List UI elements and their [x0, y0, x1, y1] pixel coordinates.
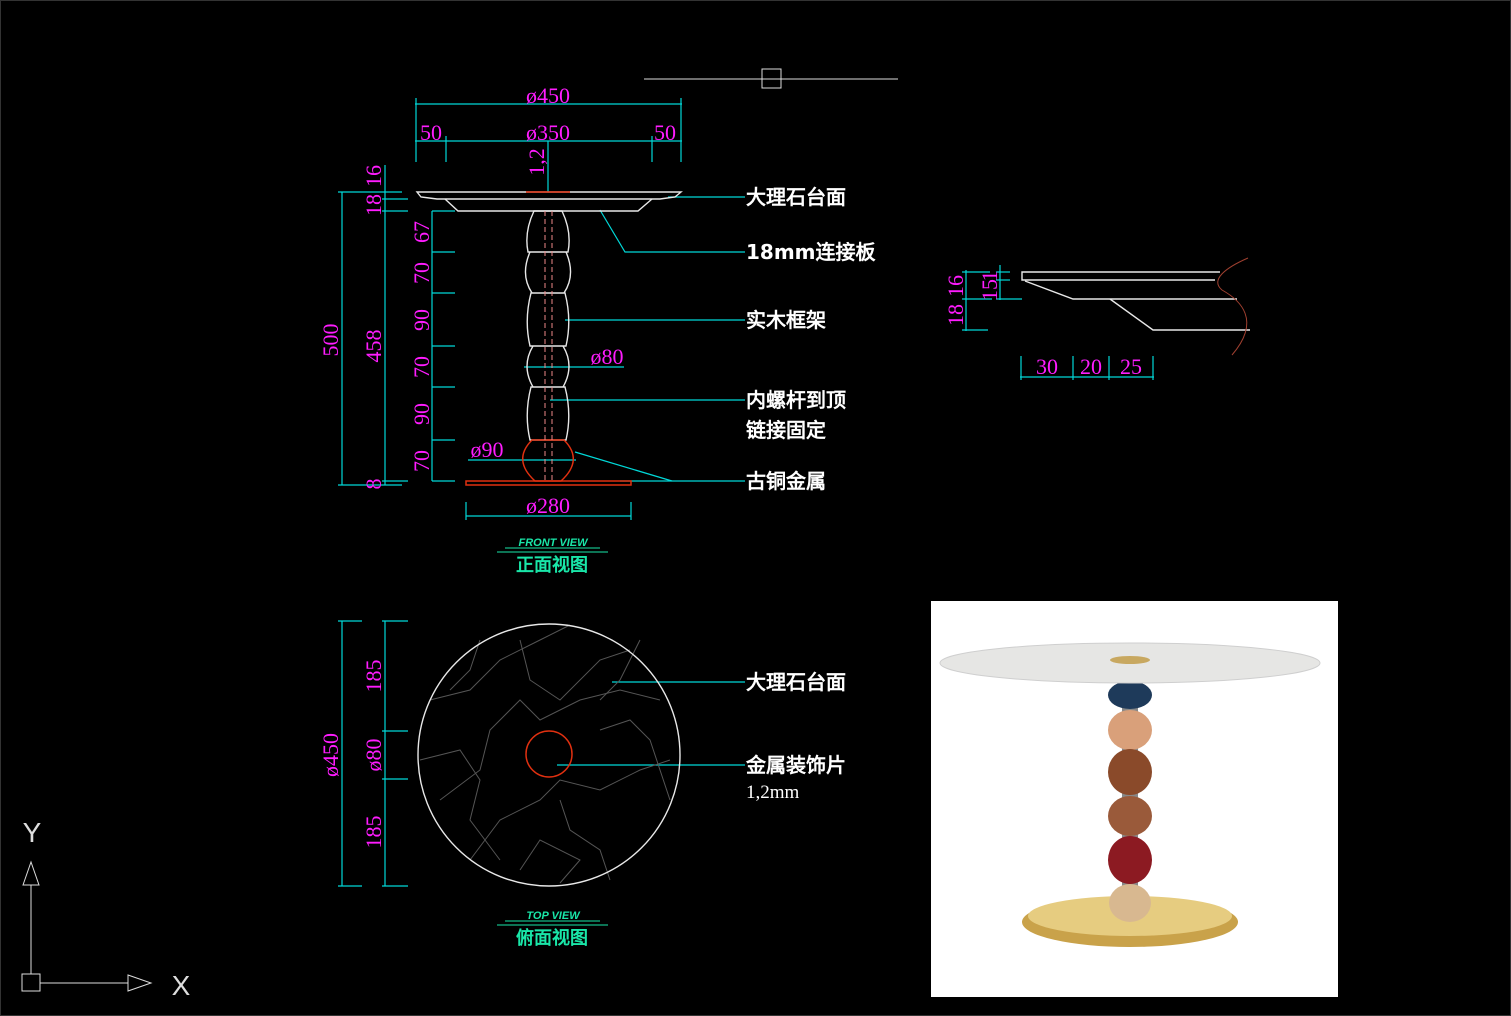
label-marble-top: 大理石台面 — [746, 185, 846, 209]
detail-dim-30: 30 — [1036, 354, 1058, 379]
label-inner-rod: 内螺杆到顶 — [746, 388, 846, 412]
product-photo — [931, 601, 1338, 997]
dim-left-50: 50 — [420, 120, 442, 145]
dim-segment: 67 — [409, 221, 434, 243]
dim-segment: 70 — [409, 262, 434, 284]
label-wood-frame: 实木框架 — [746, 308, 826, 332]
top-label-thickness: 1,2mm — [746, 782, 800, 803]
ucs-x-label: X — [172, 970, 191, 1001]
label-bronze-metal: 古铜金属 — [746, 469, 826, 493]
table-outline — [415, 191, 683, 486]
dim-458: 458 — [361, 330, 386, 363]
dim-16: 16 — [361, 165, 386, 187]
top-dim-diameter-450: ø450 — [318, 733, 343, 777]
dim-diameter-80: ø80 — [591, 344, 624, 369]
front-view-title-en: FRONT VIEW — [518, 537, 589, 549]
dim-segment: 90 — [409, 403, 434, 425]
ucs-icon: Y X — [21, 817, 191, 1001]
photo-bead — [1108, 710, 1152, 750]
dim-segment: 90 — [409, 309, 434, 331]
marble-top-shape — [415, 191, 683, 200]
top-label-metal-disc: 金属装饰片 — [745, 753, 846, 777]
dim-18: 18 — [361, 194, 386, 216]
marble-top-circle — [417, 623, 681, 887]
detail-dim-1: 1 — [977, 271, 1002, 282]
dim-right-50: 50 — [654, 120, 676, 145]
edge-profile — [1021, 271, 1250, 331]
dim-diameter-350: ø350 — [526, 120, 570, 145]
top-view[interactable]: ø450 185 ø80 185 大理石台面 金属装饰片 1,2mm TOP V… — [318, 620, 846, 949]
top-view-title-en: TOP VIEW — [526, 910, 581, 922]
detail-dim-16: 16 — [943, 275, 968, 297]
top-dim-185-bottom: 185 — [361, 816, 386, 849]
dim-diameter-280: ø280 — [526, 493, 570, 518]
dim-segment: 70 — [409, 356, 434, 378]
front-view[interactable]: ø450 ø350 50 50 1,2 16 18 500 458 8 67 7… — [318, 83, 877, 576]
photo-bead — [1108, 796, 1152, 836]
photo-bead — [1108, 749, 1152, 795]
top-dimension-lines — [338, 620, 745, 887]
detail-dim-18: 18 — [943, 304, 968, 326]
break-line — [1217, 257, 1249, 356]
detail-dim-25: 25 — [1120, 354, 1142, 379]
detail-dim-15: 15 — [977, 279, 1002, 301]
front-dimension-lines — [338, 98, 745, 520]
wood-beads-shape — [524, 210, 572, 441]
bronze-base-shape — [465, 480, 632, 486]
detail-dimension-lines — [962, 265, 1154, 380]
dim-thickness-1-2: 1,2 — [524, 148, 549, 176]
top-view-title-cn: 俯面视图 — [516, 927, 588, 949]
dim-8: 8 — [361, 479, 386, 490]
label-connection-plate: 18mm连接板 — [746, 240, 877, 264]
top-label-marble: 大理石台面 — [746, 670, 846, 694]
label-inner-rod-2: 链接固定 — [746, 418, 826, 442]
front-view-title-cn: 正面视图 — [516, 554, 588, 576]
marble-veins — [419, 624, 671, 884]
top-dim-diameter-80: ø80 — [361, 739, 386, 772]
dim-segment: 70 — [409, 450, 434, 472]
photo-bead — [1108, 836, 1152, 884]
top-dim-185-top: 185 — [361, 660, 386, 693]
dim-diameter-450: ø450 — [526, 83, 570, 108]
dim-diameter-90: ø90 — [471, 437, 504, 462]
photo-bead — [1109, 884, 1151, 922]
photo-bead — [1108, 681, 1152, 709]
edge-detail[interactable]: 16 18 1 15 30 20 25 — [943, 257, 1250, 380]
dim-500: 500 — [318, 324, 343, 357]
crosshair-cursor — [644, 68, 898, 89]
ucs-y-label: Y — [23, 817, 42, 848]
detail-dim-20: 20 — [1080, 354, 1102, 379]
metal-disc-circle — [525, 730, 573, 778]
